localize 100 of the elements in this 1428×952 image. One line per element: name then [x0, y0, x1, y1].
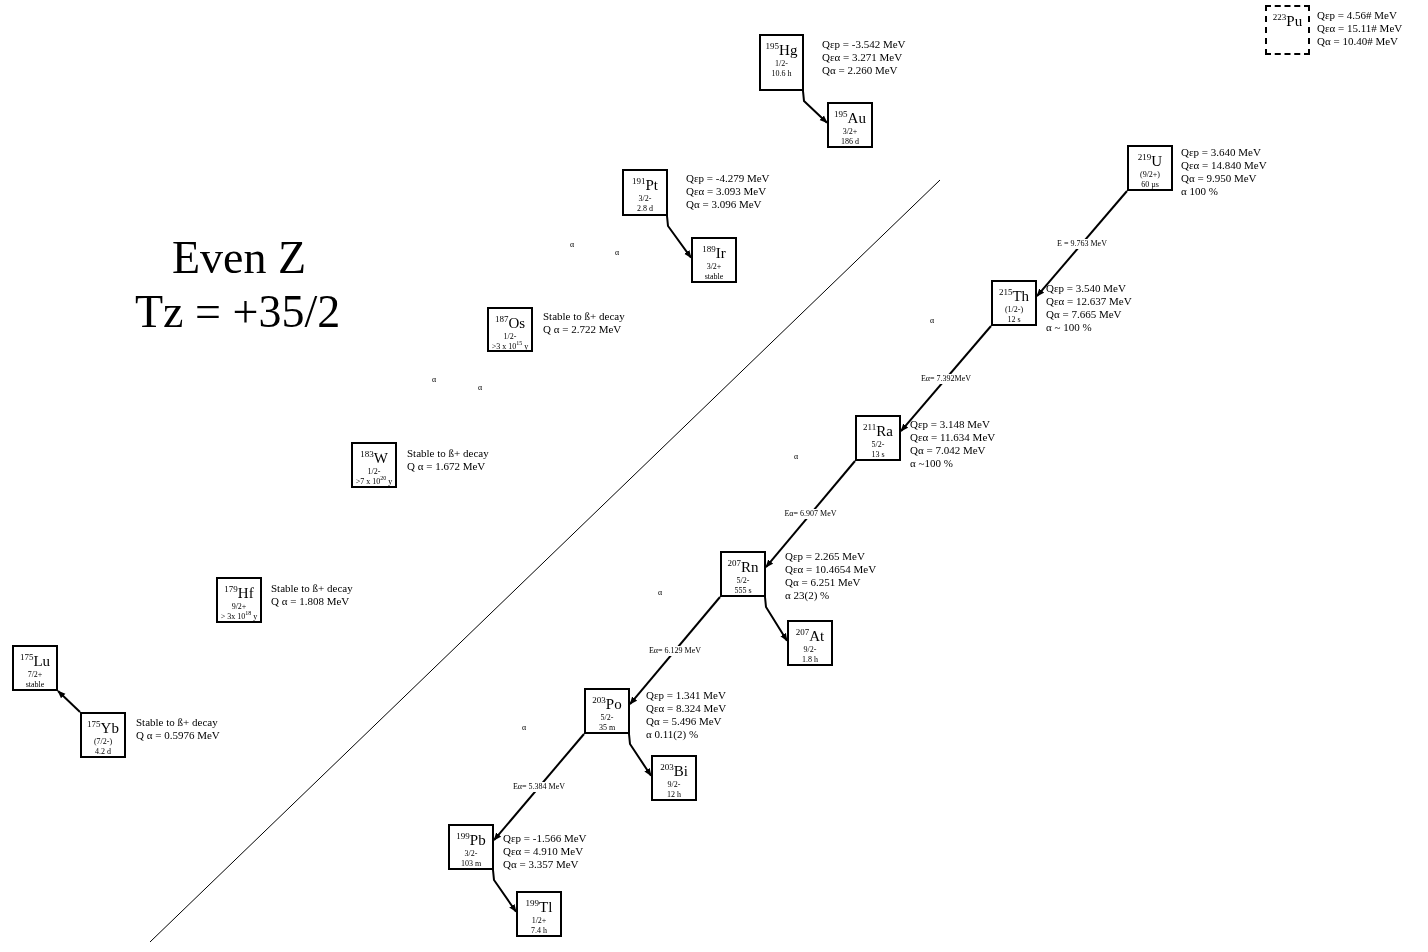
spin-parity: 5/2- [599, 713, 615, 723]
nuclide-box [487, 307, 533, 352]
decay-arrow [629, 596, 721, 706]
decay-energy-text: Qεα = 3.093 MeV [686, 185, 767, 198]
nuclide-symbol: $^{183}$W [359, 448, 389, 467]
spin-parity: (7/2-) [92, 737, 114, 747]
decay-energy-text: Q α = 2.722 MeV [543, 323, 622, 336]
heading-text: Even Z [172, 232, 307, 283]
decay-arrow [765, 460, 856, 569]
spin-parity: (9/2+) [1138, 170, 1162, 180]
spin-parity: 5/2- [735, 576, 751, 586]
half-life: > 3x 10$^{18}$ y [219, 612, 259, 622]
spin-parity: 9/2- [802, 645, 818, 655]
nuclide-box [991, 280, 1037, 326]
decay-energy-text: Qεα = 15.11# MeV [1317, 22, 1403, 35]
decay-energy-text: α 23(2) % [785, 589, 830, 602]
nuclide-symbol: $^{189}$Ir [701, 243, 727, 262]
alpha-symbol: α [658, 588, 663, 597]
spin-parity: (1/2-) [1003, 305, 1025, 315]
decay-energy-text: α ~100 % [910, 457, 953, 470]
decay-energy-text: Qεp = 2.265 MeV [785, 550, 865, 563]
decay-arrow [764, 596, 788, 642]
decay-energy-text: Qα = 9.950 MeV [1181, 172, 1257, 185]
decay-energy-text: α ~ 100 % [1046, 321, 1092, 334]
nuclide-symbol: $^{187}$Os [493, 313, 527, 332]
nuclide-box [827, 102, 873, 148]
edge-label: E = 9.763 MeV [1056, 238, 1108, 249]
nuclide-box [1127, 145, 1173, 191]
alpha-symbol: α [570, 240, 575, 249]
decay-energy-text: Qεp = 3.148 MeV [910, 418, 990, 431]
nuclide-symbol: $^{203}$Po [591, 694, 623, 713]
nuclide-box [651, 755, 697, 801]
edge-label: Eα= 6.907 MeV [783, 509, 838, 520]
decay-energy-text: Qα = 3.357 MeV [503, 858, 579, 871]
decay-energy-text: Qεp = 3.640 MeV [1181, 146, 1261, 159]
half-life: 1.8 h [801, 655, 819, 665]
spin-parity: 1/2+ [530, 916, 548, 926]
half-life: 103 m [459, 859, 483, 869]
decay-energy-text: Q α = 0.5976 MeV [136, 729, 220, 742]
decay-arrow [802, 90, 828, 124]
half-life: >7 x 10$^{20}$ y [354, 477, 394, 487]
half-life: 13 s [870, 450, 886, 460]
nuclide-box [448, 824, 494, 870]
alpha-symbol: α [432, 375, 437, 384]
nuclide-box [759, 34, 804, 91]
nuclide-box [584, 688, 630, 734]
decay-energy-text: Qα = 3.096 MeV [686, 198, 762, 211]
edge-label: Eα= 7.392MeV [920, 373, 972, 384]
decay-energy-text: Qα = 10.40# MeV [1317, 35, 1399, 48]
nuclide-box [787, 620, 833, 666]
spin-parity: 1/2- [774, 59, 789, 69]
decay-energy-text: Qεp = -3.542 MeV [822, 38, 906, 51]
nuclide-box [216, 577, 262, 623]
alpha-symbol: α [930, 316, 935, 325]
nuclide-box [720, 551, 766, 597]
nuclide-symbol: $^{215}$Th [997, 286, 1031, 305]
decay-arrow [493, 733, 585, 842]
decay-energy-text: Qεα = 11.634 MeV [910, 431, 996, 444]
decay-arrow [1036, 190, 1128, 298]
half-life: stable [703, 272, 725, 282]
spin-parity: 9/2- [666, 780, 682, 790]
nuclide-symbol: $^{195}$Au [833, 108, 867, 127]
spin-parity: 7/2+ [26, 670, 44, 680]
decay-energy-text: Qεp = 4.56# MeV [1317, 9, 1397, 22]
nuclide-symbol: $^{207}$At [794, 626, 826, 645]
decay-arrow [628, 733, 652, 777]
half-life: 10.6 h [770, 69, 793, 79]
alpha-symbol: α [615, 248, 620, 257]
nuclide-box [691, 237, 737, 283]
half-life: 35 m [597, 723, 617, 733]
nuclide-symbol: $^{195}$Hg [764, 40, 799, 59]
decay-energy-text: Qεp = 1.341 MeV [646, 689, 726, 702]
decay-energy-text: Qεp = -1.566 MeV [503, 832, 587, 845]
spin-parity: 3/2- [463, 849, 479, 859]
nuclide-symbol: $^{219}$U [1136, 151, 1164, 170]
decay-energy-text: Qα = 7.665 MeV [1046, 308, 1122, 321]
half-life: 555 s [733, 586, 753, 596]
decay-energy-text: Stable to ß+ decay [407, 447, 489, 460]
decay-energy-text: Q α = 1.672 MeV [407, 460, 486, 473]
nuclide-symbol: $^{191}$Pt [631, 175, 659, 194]
spin-parity: 1/2- [502, 332, 518, 341]
decay-energy-text: Q α = 1.808 MeV [271, 595, 350, 608]
heading-text: Tz = +35/2 [135, 286, 341, 337]
nuclide-symbol: $^{199}$Pb [455, 830, 487, 849]
alpha-symbol: α [794, 452, 799, 461]
nuclide-symbol: $^{175}$Lu [18, 651, 52, 670]
nuclide-box [351, 442, 397, 488]
nuclide-symbol: $^{223}$Pu [1271, 11, 1304, 30]
decay-arrow [57, 690, 81, 713]
nuclide-box [12, 645, 58, 691]
half-life: 12 h [666, 790, 682, 800]
spin-parity: 5/2- [870, 440, 886, 450]
decay-arrow [492, 869, 517, 913]
decay-energy-text: Stable to ß+ decay [271, 582, 353, 595]
edge-label: Eα= 5.384 MeV [512, 782, 566, 793]
decay-energy-text: Qεα = 8.324 MeV [646, 702, 727, 715]
nuclide-symbol: $^{199}$Tl [524, 897, 554, 916]
nuclide-symbol: $^{175}$Yb [86, 718, 120, 737]
nuclide-symbol: $^{211}$Ra [862, 421, 894, 440]
spin-parity: 3/2- [637, 194, 653, 204]
